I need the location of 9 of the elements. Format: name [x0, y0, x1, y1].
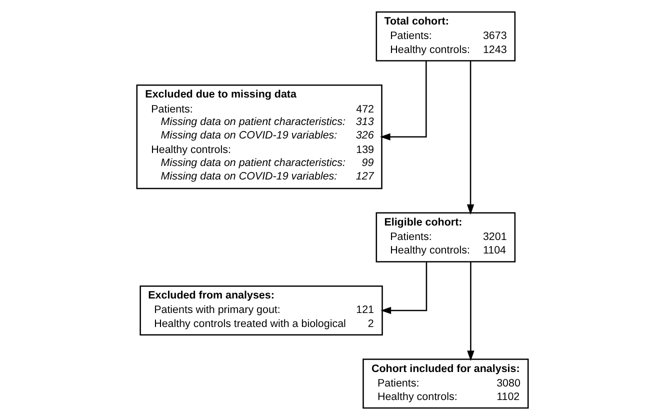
node-box: Excluded from analyses: Patients with primary gout: 121 Healthy controls treated with a biological 2 — [140, 285, 383, 336]
node-box: Cohort included for analysis: Patients: 3080 Healthy controls: 1102 — [362, 358, 529, 409]
arrow — [380, 262, 428, 314]
arrow — [467, 262, 474, 361]
node-box: Excluded due to missing data Patients: 472 Missing data on patient characteristics: 313 Missing data on COVID-19 variables: 326 Healthy controls: 139 Missing data on patient characteristics: 99 Missing data on COVID-19 variables: 127 — [136, 84, 382, 190]
node-box: Eligible cohort: Patients: 3201 Healthy controls: 1104 — [376, 212, 516, 262]
node-box: Total cohort: Patients: 3673 Healthy controls: 1243 — [376, 11, 516, 62]
arrow — [380, 60, 427, 140]
arrow — [466, 61, 474, 215]
